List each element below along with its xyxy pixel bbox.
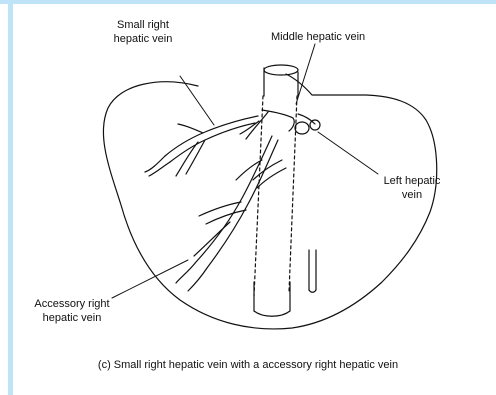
- ivc-top-opening: [264, 65, 298, 75]
- pointer-accessory: [112, 260, 188, 298]
- ligament-vessel-end: [309, 290, 316, 292]
- pointer-left: [318, 132, 378, 174]
- label-accessory-line1: Accessory right: [24, 297, 120, 311]
- label-left-line2: vein: [372, 188, 452, 202]
- ivc-left-wall-dashed: [254, 96, 263, 296]
- label-left-line1: Left hepatic: [372, 174, 452, 188]
- label-middle-hepatic-vein: Middle hepatic vein: [271, 30, 365, 44]
- label-accessory-line2: hepatic vein: [24, 311, 120, 325]
- ivc-bottom-curve: [254, 311, 290, 316]
- figure-caption: (c) Small right hepatic vein with a acce…: [20, 358, 476, 372]
- pointer-small-right: [180, 76, 214, 125]
- label-small-right-line1: Small right: [100, 18, 186, 32]
- label-small-right-line2: hepatic vein: [100, 32, 186, 46]
